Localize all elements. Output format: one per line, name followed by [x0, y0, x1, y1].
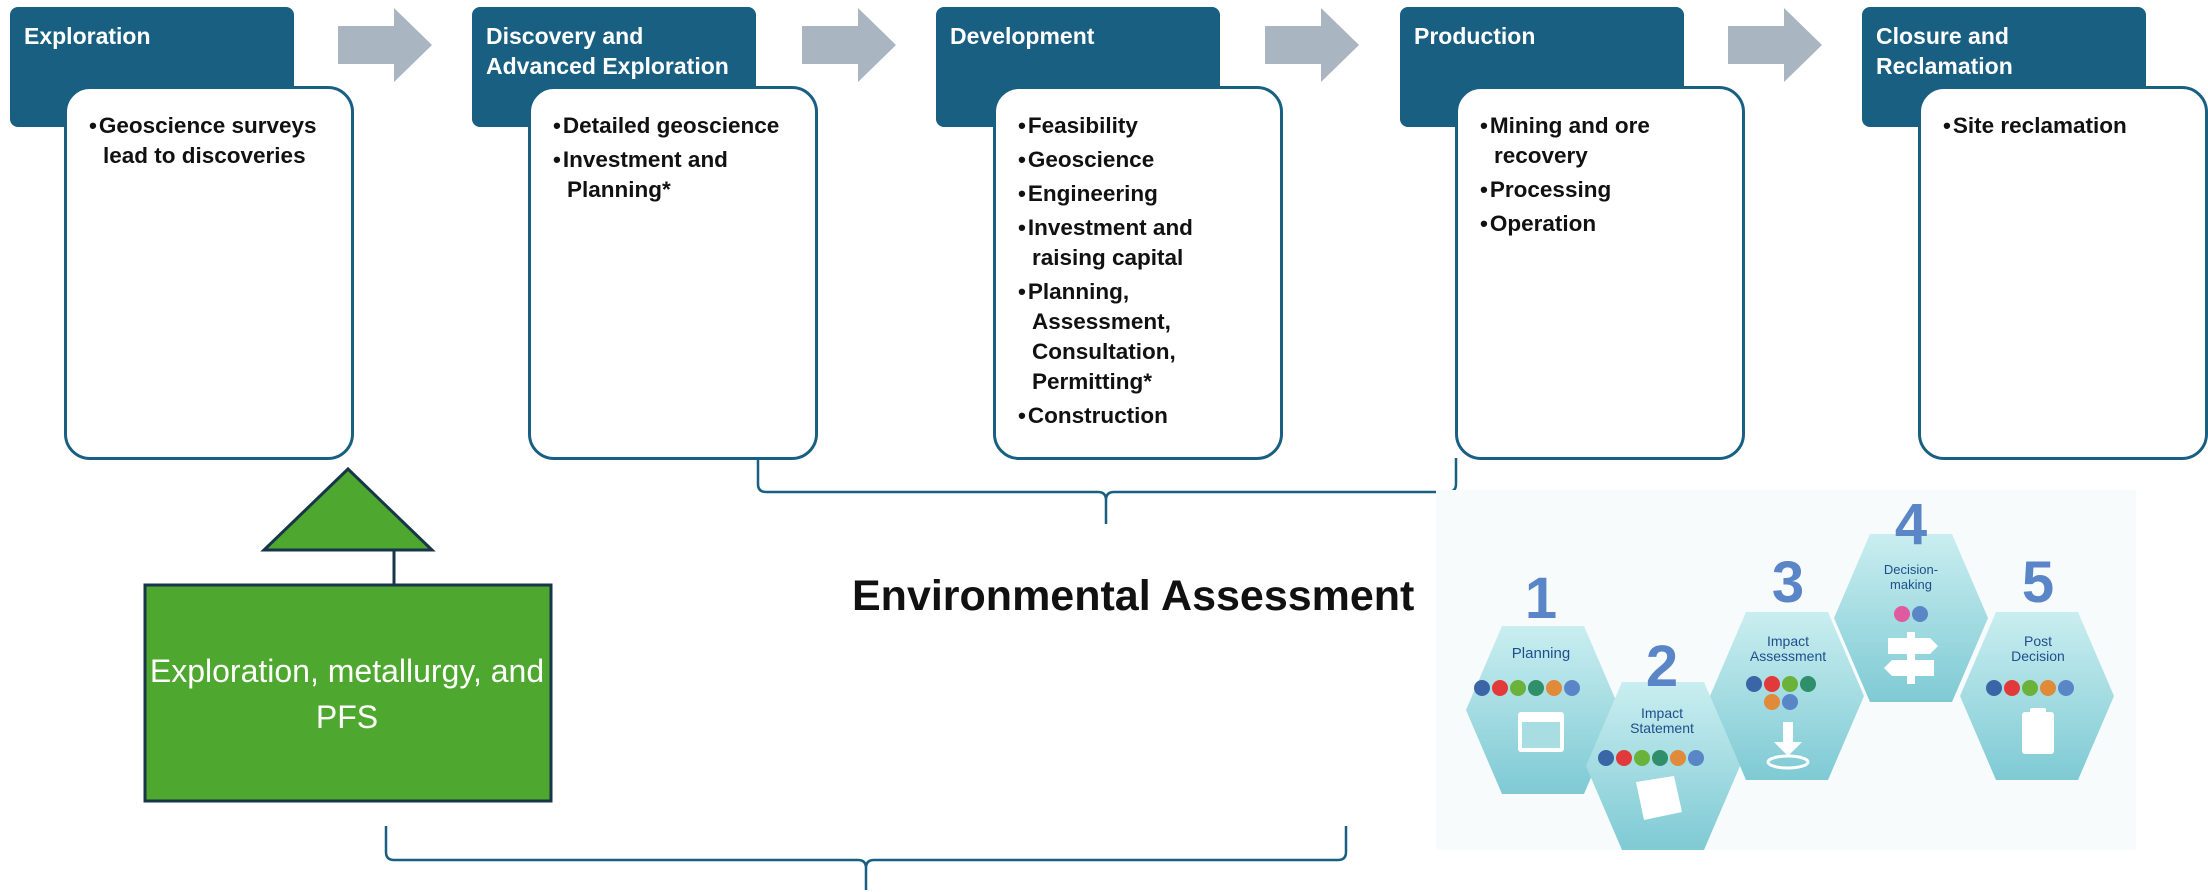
bullet-item: Investment and Planning* — [553, 145, 799, 205]
right-arrow-icon — [802, 8, 896, 82]
bullet-item: Feasibility — [1018, 111, 1264, 141]
bullet-list: Site reclamation — [1943, 111, 2189, 141]
bullet-item: Mining and ore recovery — [1480, 111, 1726, 171]
step-icons-row — [1474, 680, 1580, 696]
step-icons-row — [1894, 606, 1928, 622]
stage-header-discovery: Discovery and Advanced Exploration — [472, 7, 756, 127]
green-box-label: Exploration, metallurgy, and PFS — [149, 653, 545, 735]
bullet-list: Geoscience surveys lead to discoveries — [89, 111, 335, 171]
step-number: 4 — [1895, 492, 1927, 557]
stage-title: Development — [950, 23, 1095, 49]
green-stage-brace — [384, 826, 1348, 890]
bullet-item: Engineering — [1018, 179, 1264, 209]
stage-body-discovery: Detailed geoscience Investment and Plann… — [528, 86, 818, 460]
bullet-item: Geoscience surveys lead to discoveries — [89, 111, 335, 171]
stage-title: Discovery and Advanced Exploration — [486, 23, 729, 79]
clipboard-icon — [2022, 708, 2054, 754]
up-arrow-box-icon — [143, 466, 553, 803]
bullet-item: Detailed geoscience — [553, 111, 799, 141]
stage-body-development: Feasibility Geoscience Engineering Inves… — [993, 86, 1283, 460]
bullet-list: Mining and ore recovery Processing Opera… — [1480, 111, 1726, 239]
process-step-decision-making: 4 Decision-making — [1834, 492, 1988, 702]
environmental-assessment-title: Environmental Assessment — [852, 572, 1415, 620]
stage-title: Closure and Reclamation — [1876, 23, 2013, 79]
environmental-assessment-brace — [756, 458, 1458, 524]
right-arrow-icon — [338, 8, 432, 82]
right-arrow-icon — [1265, 8, 1359, 82]
bullet-item: Operation — [1480, 209, 1726, 239]
bullet-item: Site reclamation — [1943, 111, 2189, 141]
document-icon — [1636, 776, 1682, 820]
step-label: Planning — [1512, 645, 1570, 662]
right-arrow-icon — [1728, 8, 1822, 82]
bullet-item: Geoscience — [1018, 145, 1264, 175]
step-icons-row — [1746, 676, 1816, 710]
bullet-item: Planning, Assessment, Consultation, Perm… — [1018, 277, 1264, 397]
step-number: 3 — [1772, 550, 1804, 615]
step-number: 2 — [1646, 634, 1678, 699]
target-arrow-icon — [1766, 722, 1810, 770]
bullet-item: Construction — [1018, 401, 1264, 431]
bullet-item: Processing — [1480, 175, 1726, 205]
stage-title: Production — [1414, 23, 1536, 49]
bullet-list: Feasibility Geoscience Engineering Inves… — [1018, 111, 1264, 431]
bullet-item: Investment and raising capital — [1018, 213, 1264, 273]
stage-body-closure: Site reclamation — [1918, 86, 2208, 460]
signpost-icon — [1884, 632, 1938, 684]
step-label: Decision-making — [1884, 562, 1938, 592]
bullet-list: Detailed geoscience Investment and Plann… — [553, 111, 799, 205]
stage-title: Exploration — [24, 23, 151, 49]
step-number: 5 — [2022, 550, 2054, 615]
stage-body-production: Mining and ore recovery Processing Opera… — [1455, 86, 1745, 460]
step-icons-row — [1986, 680, 2074, 696]
stage-body-exploration: Geoscience surveys lead to discoveries — [64, 86, 354, 460]
step-number: 1 — [1525, 566, 1557, 631]
process-step-planning: 1 Planning — [1466, 566, 1620, 794]
calendar-icon — [1518, 712, 1564, 752]
step-icons-row — [1598, 750, 1704, 766]
